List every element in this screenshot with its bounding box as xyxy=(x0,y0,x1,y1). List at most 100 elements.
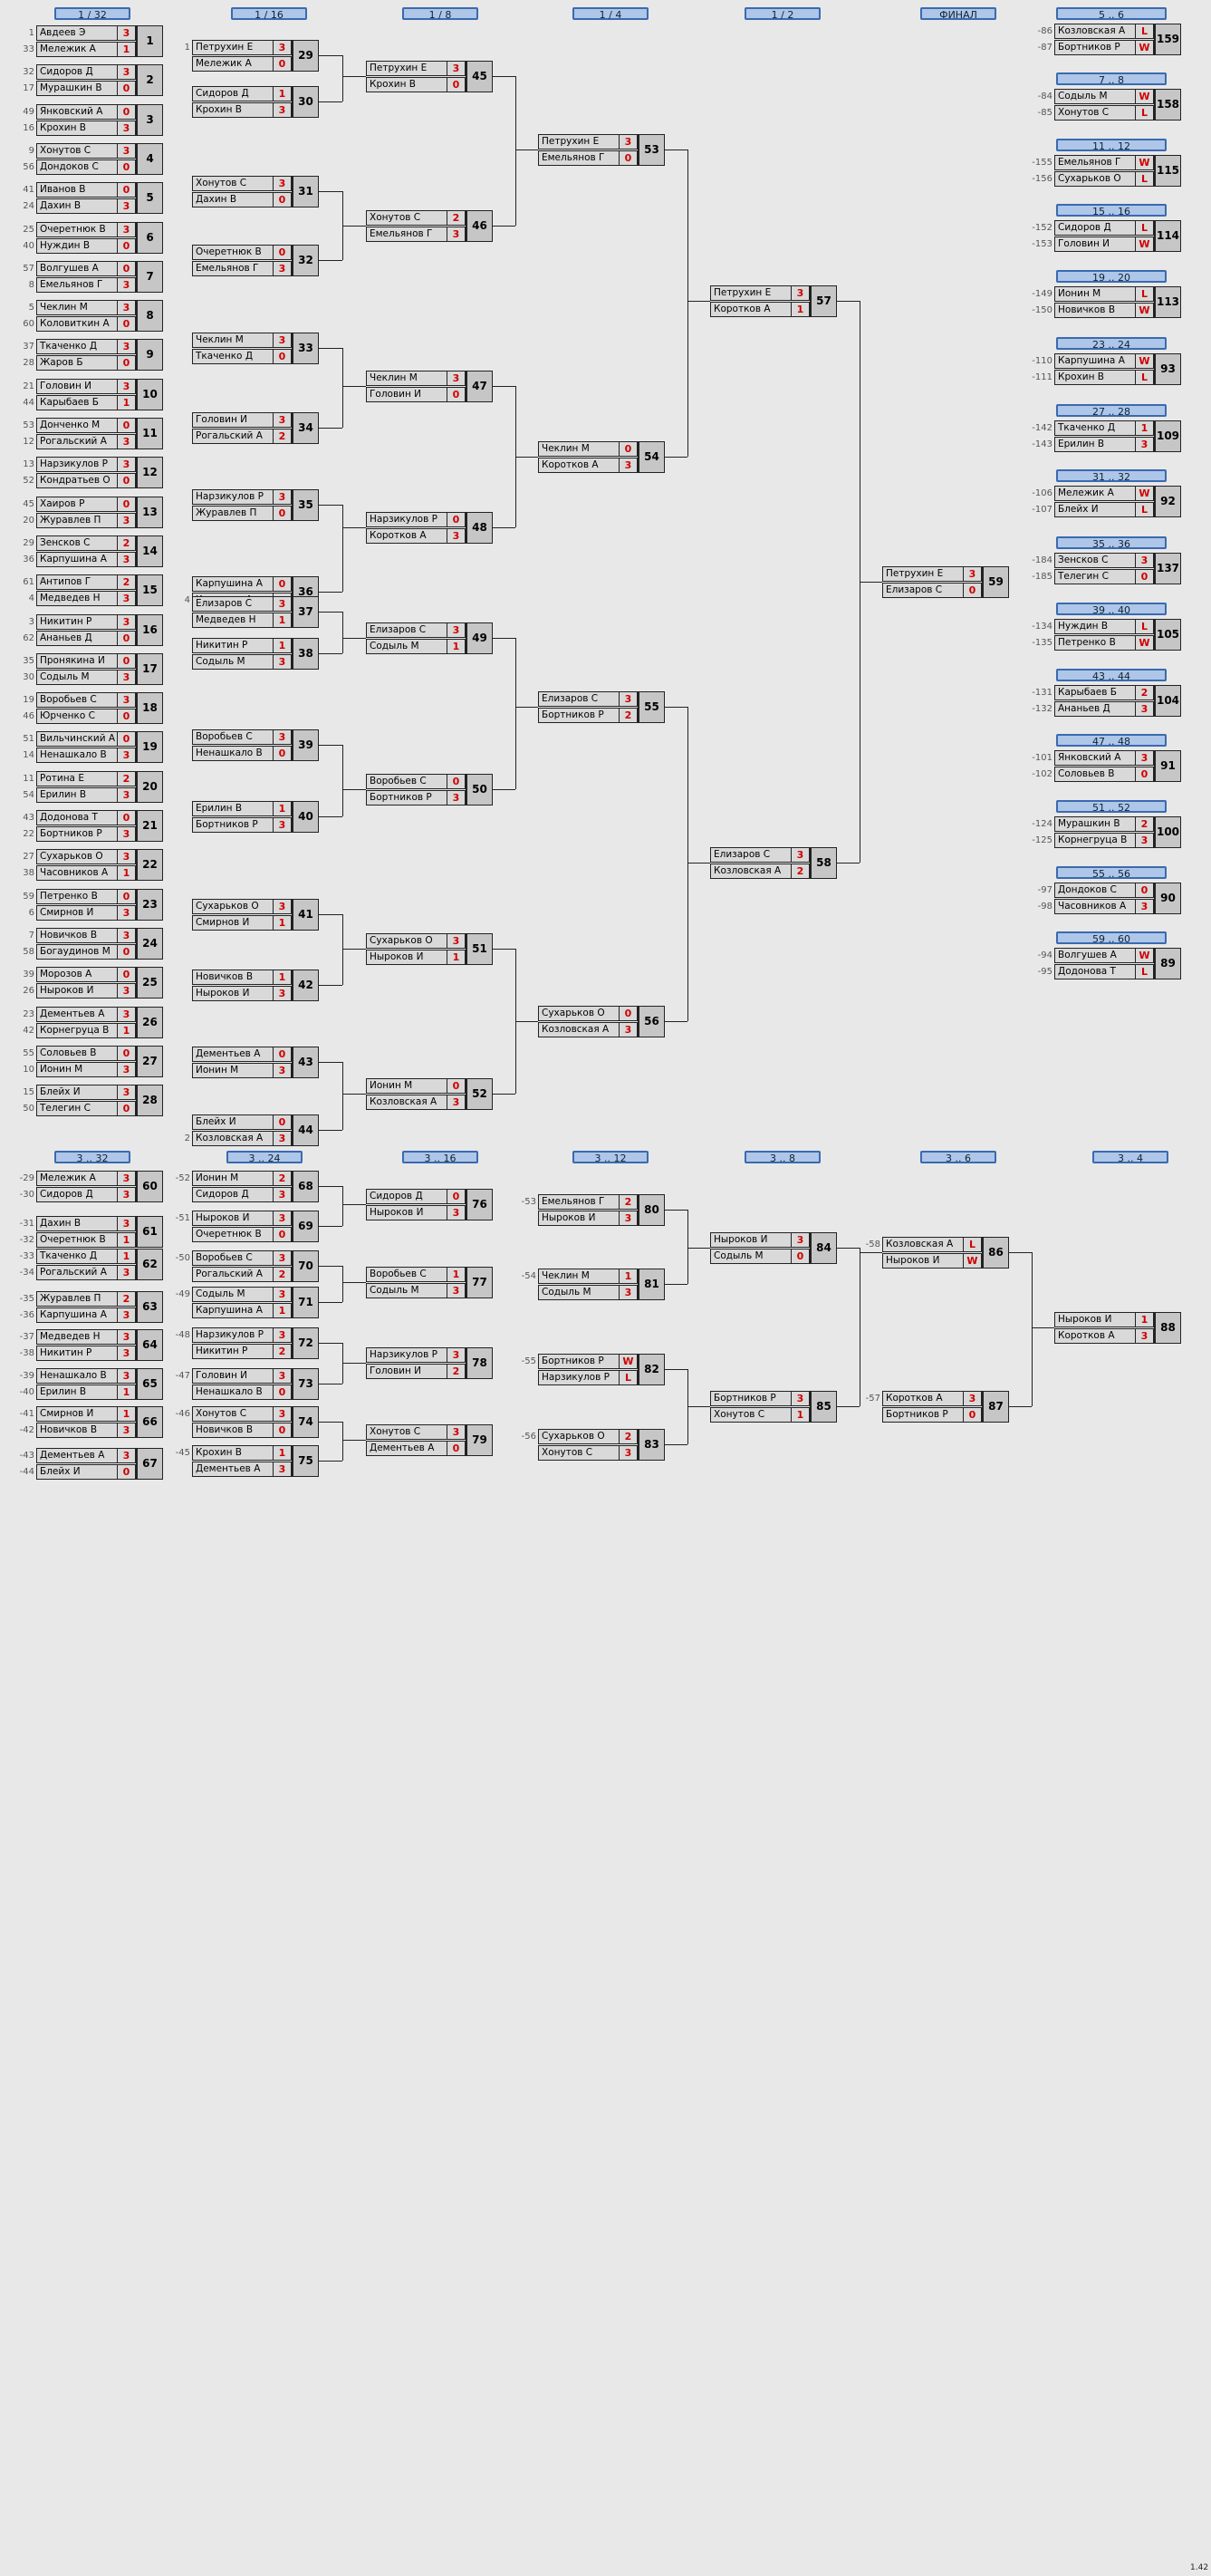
player-name[interactable]: Сидоров Д xyxy=(192,86,274,101)
player-name[interactable]: Содыль М xyxy=(36,669,118,685)
match-number[interactable]: 17 xyxy=(136,652,163,685)
player-name[interactable]: Содыль М xyxy=(710,1249,792,1264)
match-number[interactable]: 74 xyxy=(292,1406,319,1438)
player-name[interactable]: Бортников Р xyxy=(366,790,447,806)
player-name[interactable]: Очеретнюк В xyxy=(192,1227,274,1242)
player-name[interactable]: Чеклин М xyxy=(538,1269,620,1284)
match-number[interactable]: 14 xyxy=(136,535,163,567)
match-number[interactable]: 18 xyxy=(136,692,163,725)
player-name[interactable]: Блейх И xyxy=(36,1085,118,1101)
player-name[interactable]: Ионин М xyxy=(1054,286,1136,302)
match-number[interactable]: 41 xyxy=(292,899,319,931)
player-name[interactable]: Ерилин В xyxy=(36,786,118,803)
player-name[interactable]: Журавлев П xyxy=(36,512,118,528)
player-name[interactable]: Мележик А xyxy=(192,56,274,72)
player-name[interactable]: Вильчинский А xyxy=(36,731,118,748)
player-name[interactable]: Авдеев Э xyxy=(36,25,118,41)
player-name[interactable]: Сидоров Д xyxy=(1054,220,1136,236)
player-name[interactable]: Смирнов И xyxy=(36,904,118,921)
match-number[interactable]: 53 xyxy=(638,134,665,166)
player-name[interactable]: Сухарьков О xyxy=(1054,171,1136,187)
player-name[interactable]: Головин И xyxy=(366,387,447,402)
match-number[interactable]: 32 xyxy=(292,245,319,276)
player-name[interactable]: Очеретнюк В xyxy=(36,221,118,237)
player-name[interactable]: Петрухин Е xyxy=(192,40,274,55)
player-name[interactable]: Телегин С xyxy=(1054,569,1136,584)
player-name[interactable]: Крохин В xyxy=(1054,370,1136,385)
player-name[interactable]: Ротина Е xyxy=(36,770,118,786)
match-number[interactable]: 91 xyxy=(1154,750,1181,782)
match-number[interactable]: 40 xyxy=(292,801,319,833)
player-name[interactable]: Сидоров Д xyxy=(366,1189,447,1204)
match-number[interactable]: 43 xyxy=(292,1047,319,1078)
player-name[interactable]: Содыль М xyxy=(1054,89,1136,104)
match-number[interactable]: 44 xyxy=(292,1114,319,1146)
player-name[interactable]: Содыль М xyxy=(366,639,447,654)
match-number[interactable]: 92 xyxy=(1154,486,1181,517)
player-name[interactable]: Ныроков И xyxy=(1054,1312,1136,1327)
player-name[interactable]: Ткаченко Д xyxy=(1054,420,1136,436)
player-name[interactable]: Козловская А xyxy=(1054,24,1136,39)
player-name[interactable]: Соловьев В xyxy=(36,1045,118,1061)
player-name[interactable]: Сухарьков О xyxy=(538,1006,620,1021)
player-name[interactable]: Хонутов С xyxy=(1054,105,1136,121)
player-name[interactable]: Хонутов С xyxy=(192,1406,274,1422)
player-name[interactable]: Морозов А xyxy=(36,967,118,983)
player-name[interactable]: Рогальский А xyxy=(192,1267,274,1282)
match-number[interactable]: 109 xyxy=(1154,420,1181,452)
player-name[interactable]: Коротков А xyxy=(882,1391,964,1406)
player-name[interactable]: Дементьев А xyxy=(366,1441,447,1456)
match-number[interactable]: 22 xyxy=(136,849,163,882)
match-number[interactable]: 4 xyxy=(136,142,163,175)
player-name[interactable]: Козловская А xyxy=(882,1237,964,1252)
player-name[interactable]: Мележик А xyxy=(36,1171,118,1186)
player-name[interactable]: Карпушина А xyxy=(36,1307,118,1323)
player-name[interactable]: Ныроков И xyxy=(882,1253,964,1269)
player-name[interactable]: Мележик А xyxy=(1054,486,1136,501)
player-name[interactable]: Корнегруца В xyxy=(36,1022,118,1038)
player-name[interactable]: Ныроков И xyxy=(366,950,447,965)
match-number[interactable]: 115 xyxy=(1154,155,1181,187)
player-name[interactable]: Ерилин В xyxy=(36,1384,118,1400)
player-name[interactable]: Ныроков И xyxy=(36,983,118,999)
player-name[interactable]: Кондратьев О xyxy=(36,473,118,489)
player-name[interactable]: Новичков В xyxy=(192,1423,274,1438)
player-name[interactable]: Дондоков С xyxy=(36,159,118,175)
match-number[interactable]: 33 xyxy=(292,333,319,364)
match-number[interactable]: 66 xyxy=(136,1406,163,1438)
player-name[interactable]: Мурашкин В xyxy=(36,81,118,97)
player-name[interactable]: Ананьев Д xyxy=(1054,701,1136,717)
player-name[interactable]: Дондоков С xyxy=(1054,883,1136,898)
player-name[interactable]: Хонутов С xyxy=(538,1445,620,1461)
player-name[interactable]: Нарзикулов Р xyxy=(366,512,447,527)
player-name[interactable]: Бортников Р xyxy=(1054,40,1136,55)
player-name[interactable]: Корнегруца В xyxy=(1054,833,1136,848)
player-name[interactable]: Коротков А xyxy=(538,458,620,473)
match-number[interactable]: 8 xyxy=(136,300,163,333)
player-name[interactable]: Петрухин Е xyxy=(710,285,792,301)
player-name[interactable]: Содыль М xyxy=(192,654,274,670)
player-name[interactable]: Медведев Н xyxy=(36,1329,118,1345)
player-name[interactable]: Никитин Р xyxy=(192,1344,274,1359)
player-name[interactable]: Содыль М xyxy=(366,1283,447,1298)
player-name[interactable]: Жаров Б xyxy=(36,355,118,371)
match-number[interactable]: 56 xyxy=(638,1006,665,1037)
player-name[interactable]: Нуждин В xyxy=(36,237,118,254)
match-number[interactable]: 93 xyxy=(1154,353,1181,385)
player-name[interactable]: Ненашкало В xyxy=(192,746,274,761)
player-name[interactable]: Карпушина А xyxy=(192,576,274,592)
player-name[interactable]: Новичков В xyxy=(1054,303,1136,318)
match-number[interactable]: 89 xyxy=(1154,948,1181,979)
match-number[interactable]: 19 xyxy=(136,731,163,764)
player-name[interactable]: Никитин Р xyxy=(36,1346,118,1361)
match-number[interactable]: 9 xyxy=(136,339,163,371)
player-name[interactable]: Бортников Р xyxy=(538,1354,620,1369)
player-name[interactable]: Головин И xyxy=(192,1368,274,1384)
player-name[interactable]: Ненашкало В xyxy=(36,748,118,764)
player-name[interactable]: Донченко М xyxy=(36,418,118,433)
match-number[interactable]: 35 xyxy=(292,489,319,521)
match-number[interactable]: 15 xyxy=(136,574,163,607)
match-number[interactable]: 25 xyxy=(136,967,163,999)
player-name[interactable]: Петрухин Е xyxy=(366,61,447,76)
player-name[interactable]: Сухарьков О xyxy=(366,933,447,949)
